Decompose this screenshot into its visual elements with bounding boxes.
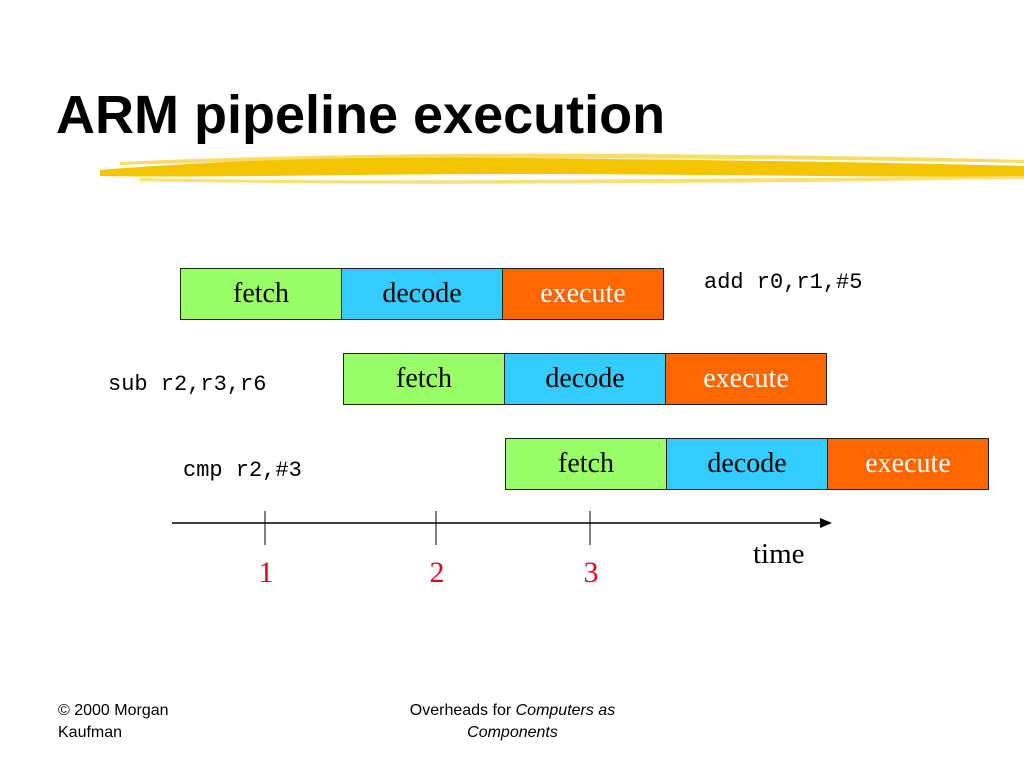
stage-fetch: fetch	[343, 353, 505, 405]
book-title-part1: Computers as	[515, 702, 616, 719]
stage-execute: execute	[827, 438, 989, 490]
tick-label-1: 1	[258, 556, 274, 589]
overheads-prefix: Overheads for	[409, 702, 516, 719]
copyright-line-1: © 2000 Morgan	[58, 702, 169, 719]
footer-copyright: © 2000 Morgan Kaufman	[58, 700, 238, 744]
book-title-part2: Components	[467, 724, 558, 741]
title-highlighter-stroke	[100, 153, 1024, 184]
pipeline-row-cmp: fetch decode execute	[505, 438, 989, 490]
stage-fetch: fetch	[505, 438, 667, 490]
stage-fetch: fetch	[180, 268, 342, 320]
stage-decode: decode	[666, 438, 828, 490]
stage-execute: execute	[502, 268, 664, 320]
pipeline-row-add: fetch decode execute	[180, 268, 664, 320]
tick-label-2: 2	[429, 556, 445, 589]
pipeline-row-sub: fetch decode execute	[343, 353, 827, 405]
slide-title: ARM pipeline execution	[56, 85, 666, 145]
stage-decode: decode	[504, 353, 666, 405]
footer-overheads: Overheads for Computers as Components	[370, 700, 655, 744]
stage-execute: execute	[665, 353, 827, 405]
copyright-line-2: Kaufman	[58, 724, 123, 741]
time-axis-arrowhead	[820, 518, 832, 528]
instruction-add: add r0,r1,#5	[704, 270, 863, 295]
time-axis-label: time	[753, 538, 805, 570]
stage-decode: decode	[341, 268, 503, 320]
instruction-sub: sub r2,r3,r6	[108, 372, 267, 397]
tick-label-3: 3	[583, 556, 599, 589]
instruction-cmp: cmp r2,#3	[183, 458, 302, 483]
